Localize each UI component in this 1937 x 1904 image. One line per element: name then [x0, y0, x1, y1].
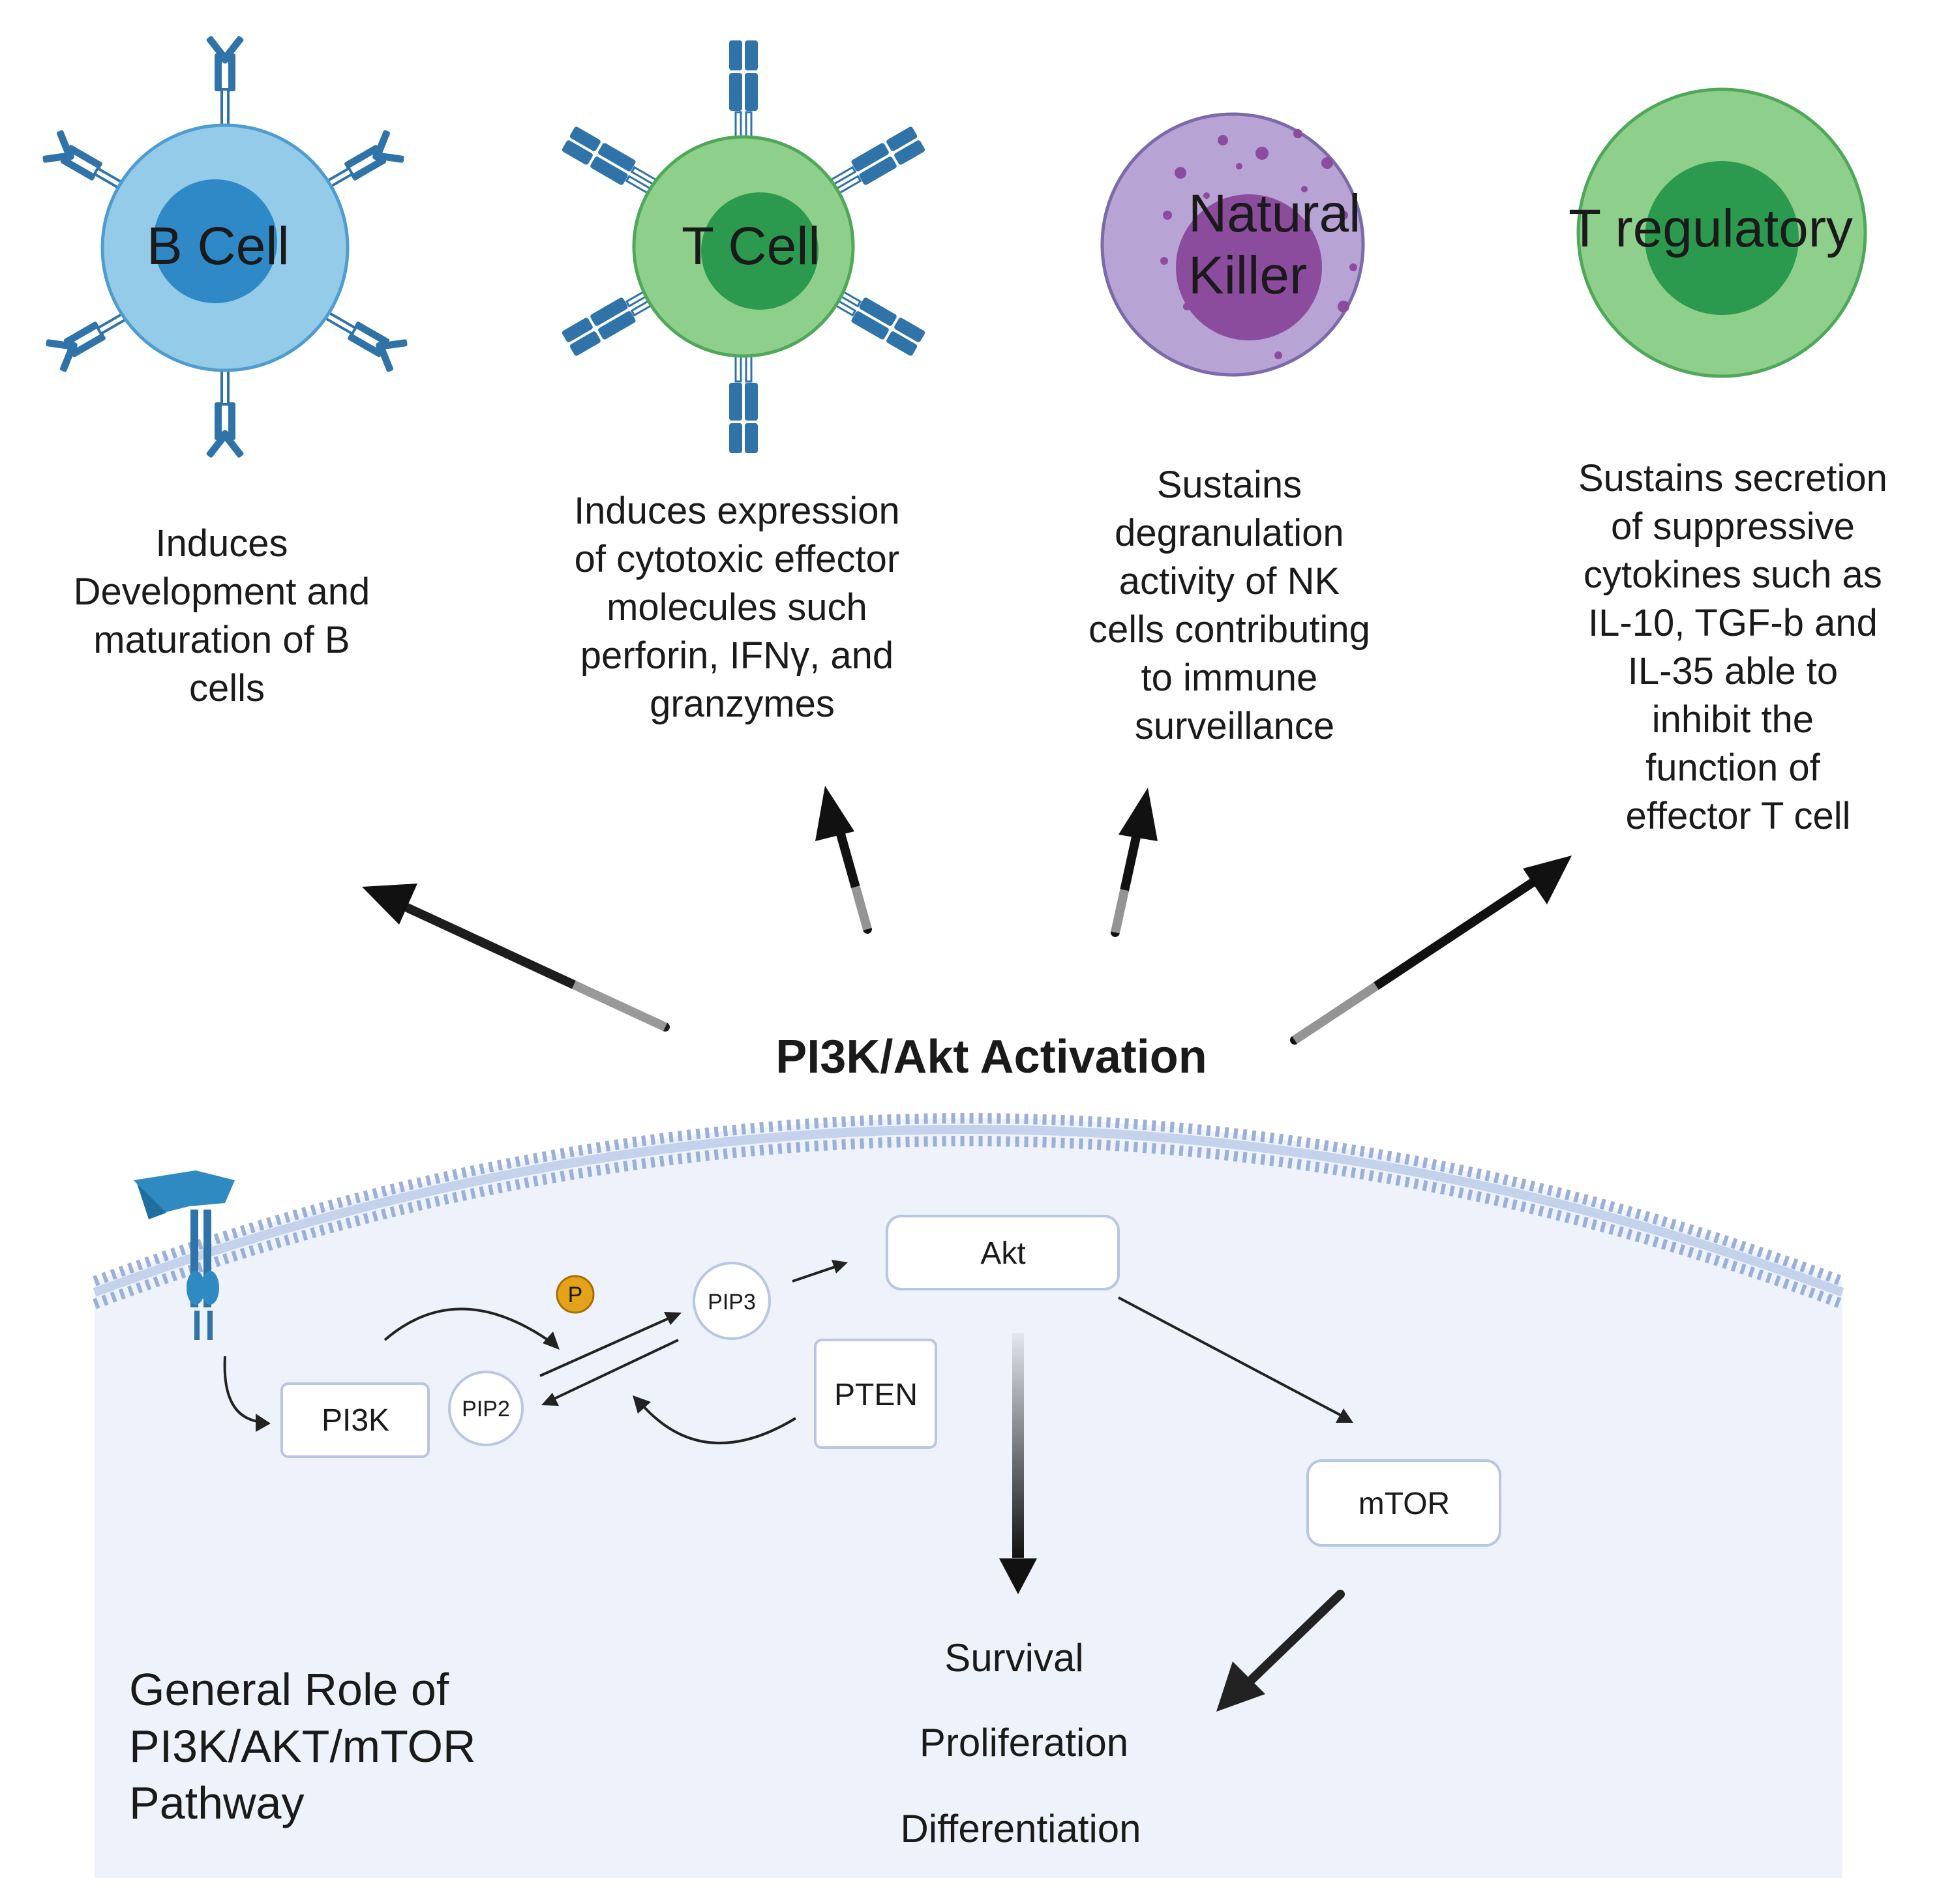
nk-cell-label-line-1: Natural: [1188, 184, 1360, 243]
arrow-akt-to-outcomes: [999, 1333, 1037, 1594]
activation-arrows: [362, 786, 1572, 1045]
arrow-to-b-cell: [362, 884, 670, 1032]
pathway-arrows: [223, 1266, 1341, 1444]
node-akt: Akt: [886, 1215, 1120, 1290]
arrow-receptor-to-pi3k: [223, 1356, 258, 1423]
svg-text:PIP2: PIP2: [462, 1397, 510, 1421]
pathway-caption: General Role of PI3K/AKT/mTOR Pathway: [129, 1664, 488, 1828]
phosphate-group: P: [556, 1275, 595, 1314]
nk-cell: Natural Killer: [1100, 112, 1365, 377]
svg-text:PIP3: PIP3: [708, 1290, 756, 1315]
svg-text:Akt: Akt: [980, 1236, 1025, 1271]
treg-cell-label: T regulatory: [1569, 199, 1853, 258]
nk-cell-label-line-2: Killer: [1188, 246, 1307, 305]
arrow-to-nk-cell: [1110, 788, 1158, 937]
arrow-pip3-to-akt: [792, 1266, 835, 1283]
b-cell: B Cell: [38, 34, 412, 460]
membrane-core: [93, 1125, 1844, 1297]
node-pten: PTEN: [814, 1339, 937, 1449]
node-pip3: PIP3: [693, 1262, 771, 1340]
transmembrane-receptor: [134, 1170, 235, 1340]
outcome-proliferation: Proliferation: [920, 1721, 1128, 1764]
treg-cell-description: Sustains secretion of suppressive cytoki…: [1578, 457, 1898, 837]
t-cell-nucleus: [701, 192, 818, 310]
arrow-mtor-to-outcomes: [1216, 1590, 1345, 1712]
arrow-pip3-to-pip2: [554, 1339, 679, 1400]
svg-text:PTEN: PTEN: [834, 1378, 918, 1412]
node-pi3k: PI3K: [280, 1382, 430, 1458]
nk-cell-nucleus: [1176, 194, 1322, 340]
b-cell-label: B Cell: [147, 216, 290, 276]
cell-membrane-region: [93, 1113, 1844, 1878]
cell-interior: [95, 1118, 1842, 1878]
svg-text:mTOR: mTOR: [1359, 1487, 1450, 1521]
pathway-arrowheads: [256, 1260, 1353, 1432]
b-cell-nucleus: [153, 179, 277, 303]
outcome-survival: Survival: [944, 1636, 1083, 1680]
nk-granules: [1160, 129, 1357, 359]
treg-cell-nucleus: [1645, 161, 1799, 315]
outcome-differentiation: Differentiation: [900, 1807, 1141, 1851]
arrow-to-t-cell: [815, 786, 873, 934]
nk-cell-description: Sustains degranulation activity of NK ce…: [1089, 464, 1381, 747]
arrow-phosphorylation: [383, 1307, 549, 1341]
t-cell: T Cell: [560, 39, 927, 454]
node-mtor: mTOR: [1306, 1459, 1501, 1547]
treg-cell: T regulatory: [1569, 87, 1867, 378]
arrow-pten-inhibition: [641, 1404, 797, 1444]
t-cell-label: T Cell: [682, 216, 820, 276]
arrow-to-treg-cell: [1290, 855, 1572, 1045]
t-cell-description: Induces expression of cytotoxic effector…: [574, 490, 910, 725]
center-title: PI3K/Akt Activation: [775, 1031, 1207, 1083]
arrow-akt-to-mtor: [1118, 1296, 1341, 1416]
b-cell-description: Induces Development and maturation of B …: [74, 522, 381, 709]
svg-text:PI3K: PI3K: [322, 1403, 389, 1438]
node-pip2: PIP2: [448, 1371, 524, 1446]
svg-text:P: P: [568, 1283, 583, 1307]
arrow-pip2-to-pip3: [539, 1317, 669, 1377]
